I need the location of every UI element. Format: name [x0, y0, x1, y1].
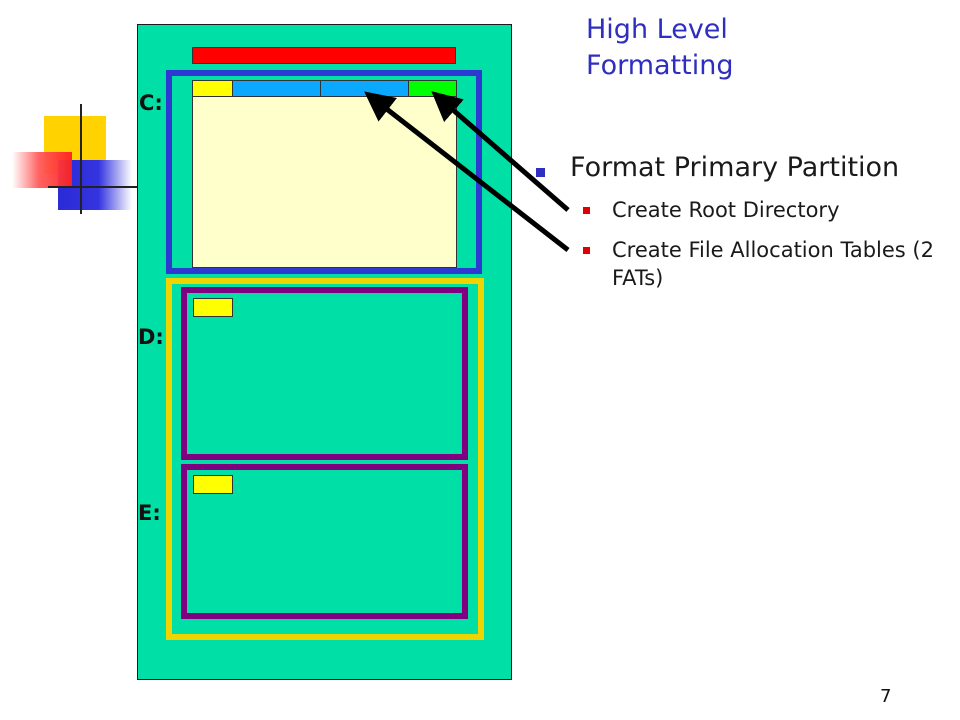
primary-partition-c	[166, 70, 482, 274]
logical-drive-e	[181, 464, 468, 619]
sub-bullet-text: Create File Allocation Tables (2 FATs)	[612, 238, 934, 290]
drive-label-c: C:	[139, 91, 163, 115]
boot-sector-e	[193, 475, 233, 494]
logo-red-square	[12, 152, 72, 188]
logo-vertical-line	[80, 104, 82, 214]
bullet-text: Format Primary Partition	[570, 152, 900, 183]
volume-c-data-area	[192, 80, 457, 268]
sub-bullet-square-icon	[583, 247, 590, 254]
logical-drive-d	[181, 287, 468, 460]
drive-label-e: E:	[138, 501, 161, 525]
slide-title: High Level Formatting	[586, 14, 734, 81]
sub-bullet-text: Create Root Directory	[612, 198, 840, 222]
arrow-to-fat	[364, 91, 570, 252]
master-boot-record	[192, 47, 456, 64]
bullet-square-icon	[536, 168, 545, 177]
sub-bullet-square-icon	[583, 207, 590, 214]
logo-horizontal-line	[48, 186, 140, 188]
arrow-to-root-directory	[431, 91, 570, 212]
page-number: 7	[880, 686, 892, 707]
boot-sector-d	[193, 298, 233, 317]
extended-partition	[166, 278, 484, 640]
drive-label-d: D:	[138, 325, 164, 349]
